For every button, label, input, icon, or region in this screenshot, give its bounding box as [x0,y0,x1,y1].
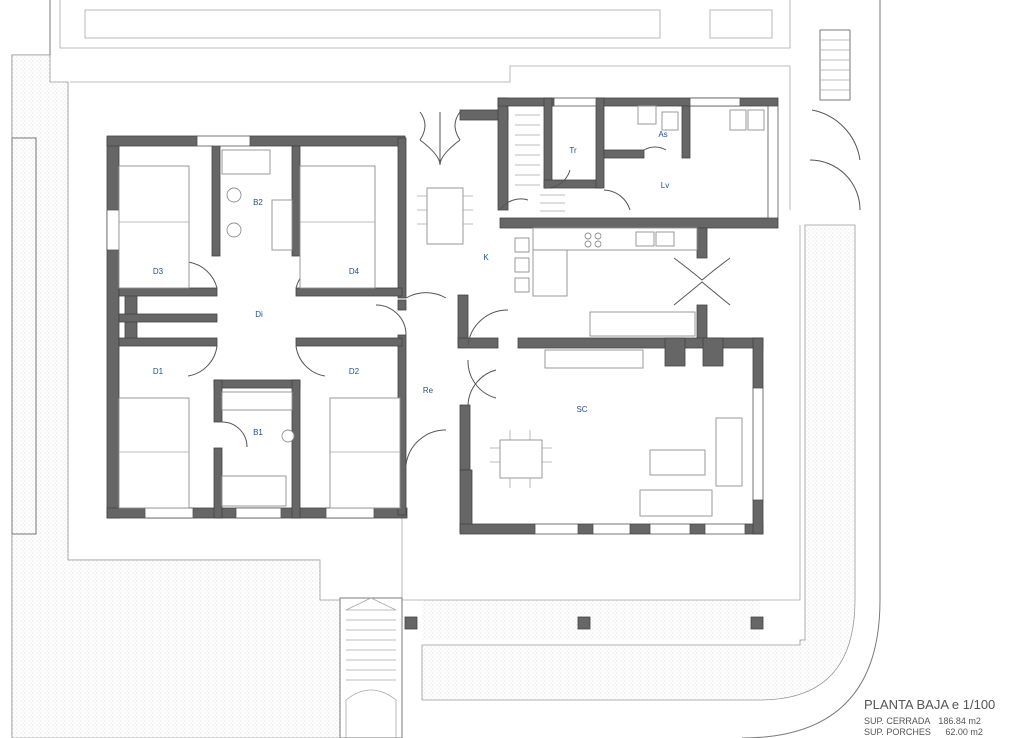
doors [187,111,731,466]
room-labels: D3 B2 D4 K Tr As Lv Di D1 B1 D2 Re SC [153,130,669,437]
rear-stairs [809,39,861,211]
room-label-d3: D3 [153,267,164,276]
room-label-b2: B2 [253,198,263,207]
furniture [118,105,765,517]
windows [106,97,779,535]
room-label-di: Di [255,310,263,319]
area-porch-row: SUP. PORCHES 62.00 m2 [864,727,983,737]
area-closed-row: SUP. CERRADA 186.84 m2 [864,716,981,726]
room-label-re: Re [423,386,434,395]
entry-stairs [345,597,397,738]
room-label-k: K [483,253,489,262]
room-label-d4: D4 [349,267,360,276]
room-label-b1: B1 [253,428,263,437]
plan-title: PLANTA BAJA e 1/100 [864,697,996,712]
room-label-lv: Lv [661,181,669,190]
interior-stairs [515,114,565,212]
area-closed-value: 186.84 m2 [938,716,981,726]
room-label-tr: Tr [569,146,577,155]
walls [106,97,779,630]
area-porch-value: 62.00 m2 [945,727,983,737]
room-label-d2: D2 [349,367,360,376]
room-label-as: As [658,130,667,139]
room-label-sc: SC [576,405,587,414]
area-porch-label: SUP. PORCHES [864,727,931,737]
area-closed-label: SUP. CERRADA [864,716,930,726]
room-label-d1: D1 [153,367,164,376]
garden-area [11,54,856,738]
